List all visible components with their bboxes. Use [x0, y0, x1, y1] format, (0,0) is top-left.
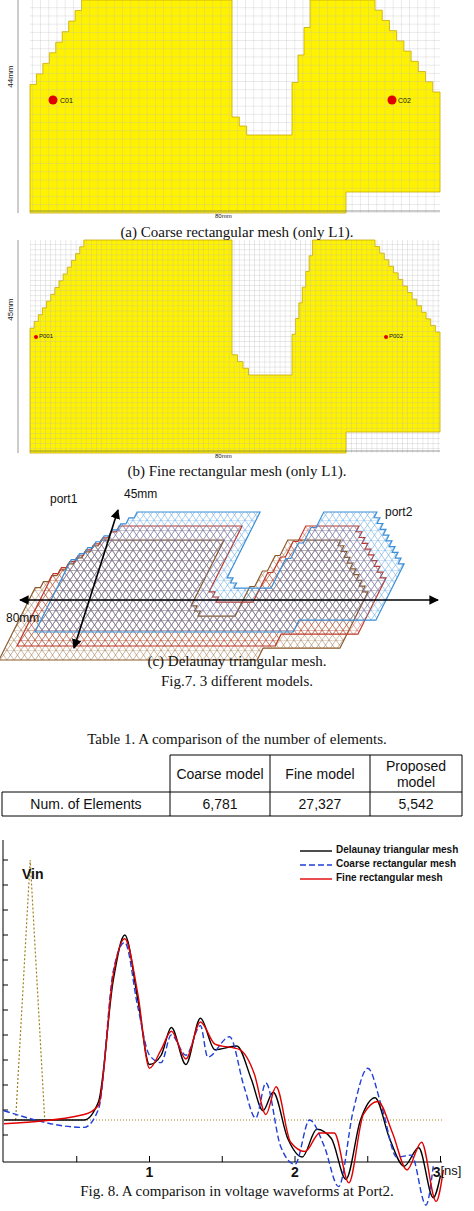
- table-cell: 27,327: [272, 793, 368, 815]
- mesh-layer: [35, 512, 404, 632]
- label: 45mm: [124, 488, 157, 502]
- label: port1: [50, 493, 77, 507]
- legend-sample: [300, 878, 332, 879]
- caption: Fig.7. 3 different models.: [0, 673, 474, 690]
- table-cell: 5,542: [372, 793, 460, 815]
- conductor-shape: [30, 240, 440, 453]
- label: 80mm: [215, 213, 232, 220]
- label: port2: [385, 506, 412, 520]
- label: 3: [429, 1164, 441, 1180]
- label: 80mm: [6, 612, 39, 626]
- legend-text: Fine rectangular mesh: [336, 872, 443, 884]
- caption: (c) Delaunay triangular mesh.: [0, 653, 474, 670]
- legend-text: Coarse rectangular mesh: [336, 858, 456, 870]
- label: 2: [275, 1164, 315, 1180]
- label: C01: [60, 97, 73, 105]
- port-dot: [384, 335, 388, 339]
- dimension-arrow: [20, 599, 438, 601]
- table-cell: Fine model: [272, 757, 368, 791]
- port-dot: [34, 335, 38, 339]
- label: P001: [39, 333, 53, 340]
- table-cell: 6,781: [172, 793, 268, 815]
- table-cell: Coarse model: [172, 757, 268, 791]
- label: 1: [130, 1164, 170, 1180]
- label: 45mm: [6, 295, 15, 325]
- mesh-panel: [18, 240, 440, 453]
- port-dot: [49, 96, 58, 105]
- label: [ns]: [441, 1164, 462, 1179]
- waveform-chart: [3, 840, 443, 1205]
- conductor-shape: [30, 0, 440, 213]
- mesh-grid: [30, 240, 440, 453]
- waveform-line: [4, 942, 433, 1205]
- caption: Table 1. A comparison of the number of e…: [0, 731, 474, 748]
- port-dot: [388, 96, 397, 105]
- mesh-grid: [30, 0, 440, 213]
- caption: (b) Fine rectangular mesh (only L1).: [0, 463, 474, 480]
- table-cell: Proposed model: [372, 757, 460, 791]
- caption: (a) Coarse rectangular mesh (only L1).: [0, 224, 474, 241]
- legend-text: Delaunay triangular mesh: [336, 844, 458, 856]
- table-lines: [2, 755, 462, 816]
- dimension-arrow: [74, 510, 118, 648]
- label: Vin: [22, 866, 44, 882]
- label: 80mm: [215, 453, 232, 460]
- legend-sample: [300, 864, 332, 865]
- waveform-line: [4, 939, 443, 1202]
- label: P002: [389, 333, 403, 340]
- legend-sample: [300, 850, 332, 851]
- caption: Fig. 8. A comparison in voltage waveform…: [0, 1183, 474, 1200]
- table-cell: Num. of Elements: [4, 793, 168, 815]
- waveform-line: [4, 935, 441, 1198]
- label: C02: [398, 97, 411, 105]
- label: 44mm: [6, 62, 15, 92]
- mesh-panel: [18, 0, 440, 213]
